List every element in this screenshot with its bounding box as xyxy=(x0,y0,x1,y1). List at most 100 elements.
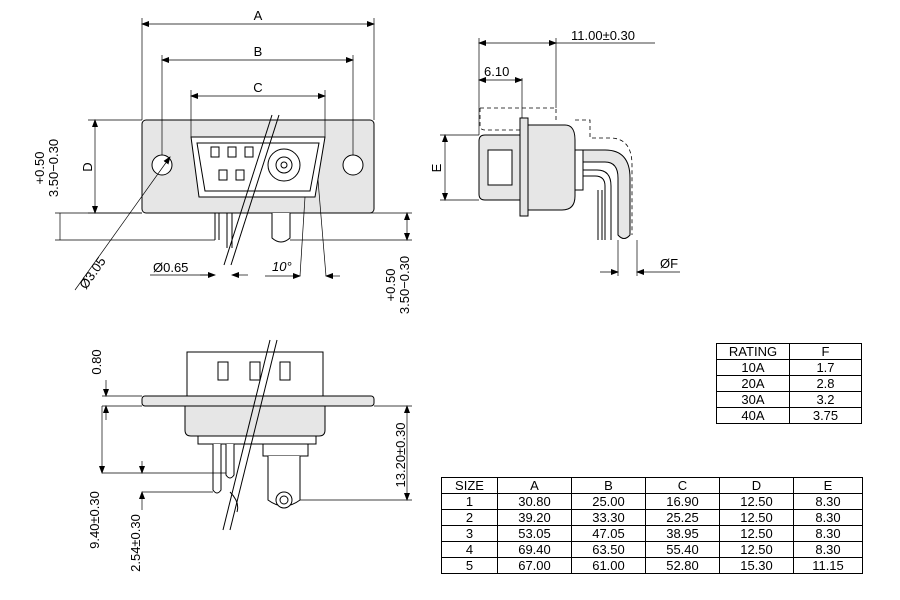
side-flange xyxy=(519,117,529,217)
shell-window xyxy=(487,149,513,186)
bent-contact xyxy=(582,149,631,239)
size-cell: 8.30 xyxy=(793,525,863,542)
side-view-dimensions: 11.00±0.30 6.10 E ØF xyxy=(429,28,680,276)
size-header: SIZE xyxy=(441,477,498,494)
size-cell: 4 xyxy=(441,541,498,558)
power-pin xyxy=(271,213,291,243)
contact xyxy=(227,146,237,158)
size-cell: 12.50 xyxy=(719,493,794,510)
tol-base-left: 3.50−0.30 xyxy=(46,139,61,197)
size-cell: 61.00 xyxy=(571,557,646,574)
rating-header: RATING xyxy=(716,343,790,360)
break-line xyxy=(223,114,273,266)
dim-a-label: A xyxy=(254,8,263,23)
width-610-label: 6.10 xyxy=(484,64,509,79)
size-row: 2 39.20 33.30 25.25 12.50 8.30 xyxy=(441,509,863,526)
size-row: 5 67.00 61.00 52.80 15.30 11.15 xyxy=(441,557,863,574)
size-cell: 47.05 xyxy=(571,525,646,542)
size-cell: 2 xyxy=(441,509,498,526)
rating-row: 10A 1.7 xyxy=(716,359,862,376)
h-254-label: 2.54±0.30 xyxy=(128,514,143,572)
insulator xyxy=(527,124,576,211)
size-header: E xyxy=(793,477,863,494)
bottom-flange xyxy=(141,395,375,407)
size-cell: 52.80 xyxy=(645,557,720,574)
size-header: C xyxy=(645,477,720,494)
size-header: A xyxy=(497,477,572,494)
break-line xyxy=(222,339,271,531)
power-contact-core xyxy=(280,161,288,169)
size-row: 4 69.40 63.50 55.40 12.50 8.30 xyxy=(441,541,863,558)
tol-base-right: 3.50−0.30 xyxy=(397,256,412,314)
size-cell: 8.30 xyxy=(793,493,863,510)
contact xyxy=(218,169,228,181)
size-cell: 67.00 xyxy=(497,557,572,574)
size-cell: 1 xyxy=(441,493,498,510)
size-cell: 16.90 xyxy=(645,493,720,510)
side-view xyxy=(440,107,633,240)
size-row: 1 30.80 25.00 16.90 12.50 8.30 xyxy=(441,493,863,510)
bottom-insulator xyxy=(184,405,326,437)
break-line xyxy=(230,114,280,266)
rating-cell: 3.2 xyxy=(789,391,862,408)
d-shell-inner xyxy=(196,142,320,192)
rating-cell: 30A xyxy=(716,391,790,408)
h-080-label: 0.80 xyxy=(89,349,104,374)
size-cell: 15.30 xyxy=(719,557,794,574)
rating-table: RATING F 10A 1.7 20A 2.8 30A 3.2 40A 3.7… xyxy=(716,343,862,424)
size-cell: 5 xyxy=(441,557,498,574)
break-line xyxy=(229,339,278,531)
front-view xyxy=(141,114,375,266)
pin-dia-label: Ø0.65 xyxy=(153,260,188,275)
rating-cell: 20A xyxy=(716,375,790,392)
contact xyxy=(244,146,254,158)
size-cell: 33.30 xyxy=(571,509,646,526)
size-cell: 63.50 xyxy=(571,541,646,558)
size-cell: 25.25 xyxy=(645,509,720,526)
size-cell: 39.20 xyxy=(497,509,572,526)
bottom-view-dimensions: 0.80 13.20±0.30 9.40±0.30 2.54±0.30 xyxy=(87,349,412,572)
size-cell: 8.30 xyxy=(793,509,863,526)
size-cell: 3 xyxy=(441,525,498,542)
size-header: D xyxy=(719,477,794,494)
rating-row: 30A 3.2 xyxy=(716,391,862,408)
size-header: B xyxy=(571,477,646,494)
angle-label: 10° xyxy=(272,259,292,274)
size-cell: 55.40 xyxy=(645,541,720,558)
width-11-label: 11.00±0.30 xyxy=(571,28,635,43)
size-cell: 53.05 xyxy=(497,525,572,542)
tol-plus-left: +0.50 xyxy=(32,152,47,185)
dim-c-label: C xyxy=(253,80,262,95)
rating-cell: 10A xyxy=(716,359,790,376)
dim-e-label: E xyxy=(429,163,444,172)
size-cell: 12.50 xyxy=(719,541,794,558)
size-cell: 69.40 xyxy=(497,541,572,558)
dim-b-label: B xyxy=(254,44,263,59)
size-cell: 12.50 xyxy=(719,525,794,542)
size-cell: 38.95 xyxy=(645,525,720,542)
bottom-view xyxy=(141,339,375,531)
contact xyxy=(235,169,245,181)
hole-dia-label: Ø3.05 xyxy=(76,254,109,292)
dim-f-label: ØF xyxy=(660,256,678,271)
rating-row: 20A 2.8 xyxy=(716,375,862,392)
rating-cell: 2.8 xyxy=(789,375,862,392)
h-940-label: 9.40±0.30 xyxy=(87,491,102,549)
size-table: SIZE A B C D E 1 30.80 25.00 16.90 12.50… xyxy=(441,477,863,574)
d-shell-outer xyxy=(190,136,326,198)
size-cell: 12.50 xyxy=(719,509,794,526)
size-cell: 30.80 xyxy=(497,493,572,510)
rating-cell: 1.7 xyxy=(789,359,862,376)
rating-row: 40A 3.75 xyxy=(716,407,862,424)
size-cell: 11.15 xyxy=(793,557,863,574)
size-header-row: SIZE A B C D E xyxy=(441,477,863,494)
size-cell: 25.00 xyxy=(571,493,646,510)
rating-cell: 40A xyxy=(716,407,790,424)
rating-header: F xyxy=(789,343,862,360)
size-row: 3 53.05 47.05 38.95 12.50 8.30 xyxy=(441,525,863,542)
tol-plus-right: +0.50 xyxy=(383,269,398,302)
size-cell: 8.30 xyxy=(793,541,863,558)
contact xyxy=(210,146,220,158)
h-1320-label: 13.20±0.30 xyxy=(393,423,408,488)
